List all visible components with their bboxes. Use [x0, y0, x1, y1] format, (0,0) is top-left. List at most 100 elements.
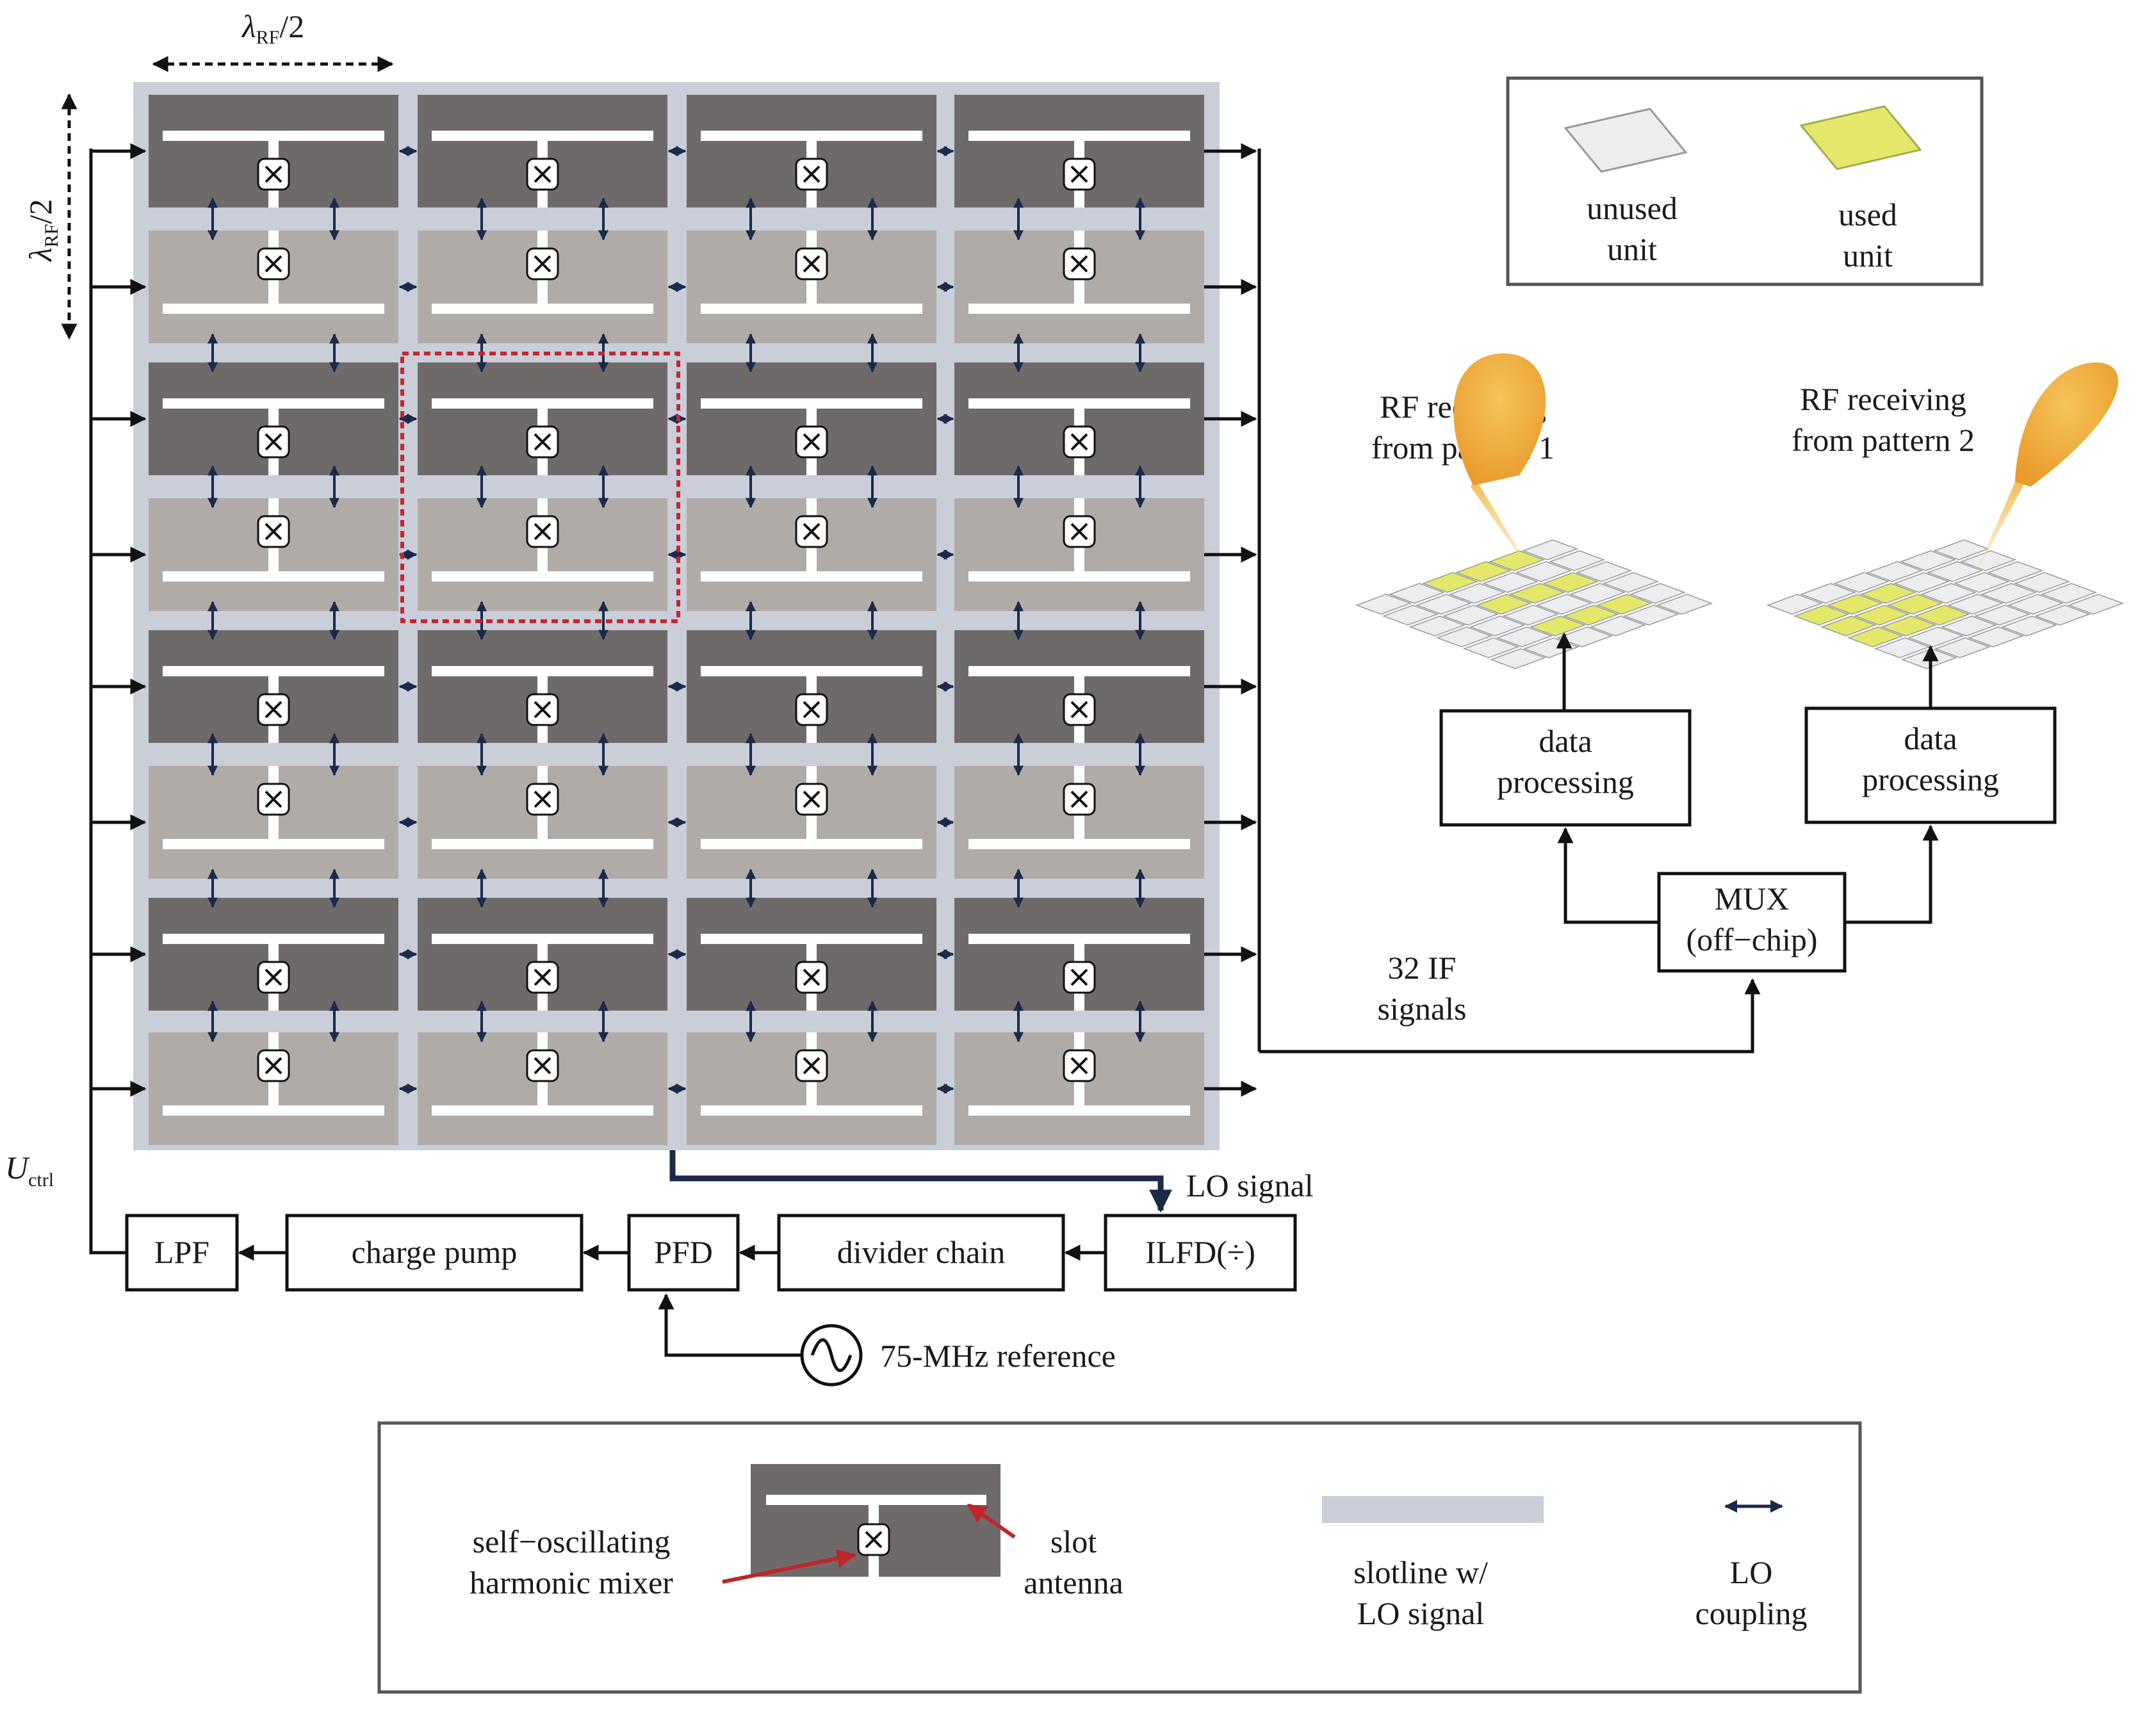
antenna-element	[418, 362, 667, 475]
used-unit	[1859, 583, 1917, 604]
reference-label: 75-MHz reference	[880, 1338, 1116, 1374]
mixer-cross	[534, 968, 551, 986]
used-unit	[1421, 572, 1479, 593]
antenna-element	[149, 231, 398, 343]
unused-unit	[1953, 572, 2011, 593]
unused-unit	[1496, 626, 1553, 647]
used-unit	[1455, 561, 1512, 582]
unused-unit	[1799, 583, 1857, 604]
antenna-array	[133, 82, 1220, 1150]
mixer-cross	[534, 165, 551, 183]
unused-unit	[1388, 583, 1446, 604]
mixer-cross	[803, 790, 821, 808]
slotline-swatch	[1322, 1496, 1544, 1523]
mixer-cross	[265, 523, 282, 541]
mixer-cross	[534, 701, 551, 719]
unused-unit	[2040, 583, 2098, 604]
pattern-1: RF receiving from pattern 1 data process…	[1355, 353, 1713, 827]
if-signals-label-1: 32 IF	[1388, 950, 1457, 986]
used-unit	[1488, 550, 1546, 571]
mux-to-pattern-1	[1557, 827, 1659, 924]
antenna-element	[418, 766, 667, 879]
mixer-cross	[1070, 165, 1088, 183]
mixer-cross	[1070, 968, 1088, 986]
mixer-cross	[803, 701, 821, 719]
highlighted-unit-cell	[400, 352, 680, 623]
lo-coupling-legend-label-2: coupling	[1695, 1595, 1808, 1631]
unused-unit	[1448, 583, 1506, 604]
unused-unit-label-1: unused	[1587, 190, 1678, 226]
antenna-element	[418, 95, 667, 208]
antenna-element	[954, 1032, 1204, 1145]
used-unit	[1562, 605, 1620, 626]
divider-chain-label: divider chain	[837, 1234, 1005, 1270]
unused-unit	[1622, 605, 1680, 626]
used-unit-label-2: unit	[1843, 238, 1893, 273]
unused-unit	[1535, 594, 1593, 615]
mixer-cross	[265, 433, 282, 451]
unused-unit	[1980, 583, 2038, 604]
mixer-cross	[265, 255, 282, 273]
antenna-element	[687, 630, 936, 743]
mixer-cross	[1070, 1057, 1088, 1075]
mixer-cross	[803, 255, 821, 273]
unused-unit	[1893, 572, 1950, 593]
unused-unit	[1462, 637, 1520, 658]
unused-unit	[1940, 615, 1998, 637]
unused-unit	[1967, 626, 2025, 647]
antenna-element	[954, 95, 1204, 208]
mixer-cross	[265, 701, 282, 719]
mixer-cross	[1070, 433, 1088, 451]
mixer-cross	[803, 433, 821, 451]
used-unit	[1826, 594, 1884, 615]
mixer-cross	[803, 165, 821, 183]
mixer-cross	[803, 968, 821, 986]
antenna-element	[149, 498, 398, 611]
mixer-cross	[534, 790, 551, 808]
antenna-element	[149, 95, 398, 208]
pattern-1-processing-label-1: data	[1539, 723, 1592, 759]
antenna-element	[418, 630, 667, 743]
pattern-2-caption-2: from pattern 2	[1792, 422, 1975, 458]
mixer-cross	[534, 255, 551, 273]
used-unit	[1508, 583, 1566, 604]
antenna-element	[687, 95, 936, 208]
mixer-cross	[803, 523, 821, 541]
antenna-element	[418, 498, 667, 611]
used-unit-icon	[1799, 105, 1922, 170]
unit-legend: unused unit used unit	[1506, 76, 1984, 286]
used-unit	[1529, 615, 1587, 637]
unused-unit	[1382, 605, 1439, 626]
used-unit	[1880, 615, 1938, 637]
pfd-block	[627, 1214, 740, 1292]
unused-unit	[1629, 583, 1686, 604]
used-unit	[1847, 626, 1904, 647]
unused-unit-label-2: unit	[1607, 231, 1657, 267]
antenna-element	[687, 498, 936, 611]
antenna-element	[687, 231, 936, 343]
unused-unit	[1469, 615, 1526, 637]
unused-unit	[1435, 626, 1493, 647]
mixer-cross	[1070, 701, 1088, 719]
bottom-legend: self−oscillating harmonic mixer slot ant…	[377, 1421, 1862, 1694]
if-output-bus	[1204, 143, 1761, 1097]
antenna-element	[954, 362, 1204, 475]
unused-unit	[1959, 550, 2017, 571]
mux: MUX (off−chip)	[1557, 824, 1939, 973]
pfd-label: PFD	[654, 1234, 713, 1270]
antenna-element	[418, 1032, 667, 1145]
mixer-cross	[265, 165, 282, 183]
unused-unit	[1548, 550, 1606, 571]
lpf-block	[125, 1214, 239, 1292]
mixer-cross	[265, 1057, 282, 1075]
used-unit	[1820, 615, 1877, 637]
pattern-2-beam	[1974, 479, 2024, 576]
array-cells	[149, 95, 1204, 1145]
unused-unit	[1920, 583, 1977, 604]
mux-block	[1657, 872, 1847, 973]
sine-wave-icon	[810, 1338, 853, 1372]
unused-unit	[1355, 594, 1412, 615]
slot-legend-label-2: antenna	[1024, 1565, 1123, 1600]
unused-unit	[1934, 637, 1991, 658]
used-unit	[1596, 594, 1653, 615]
